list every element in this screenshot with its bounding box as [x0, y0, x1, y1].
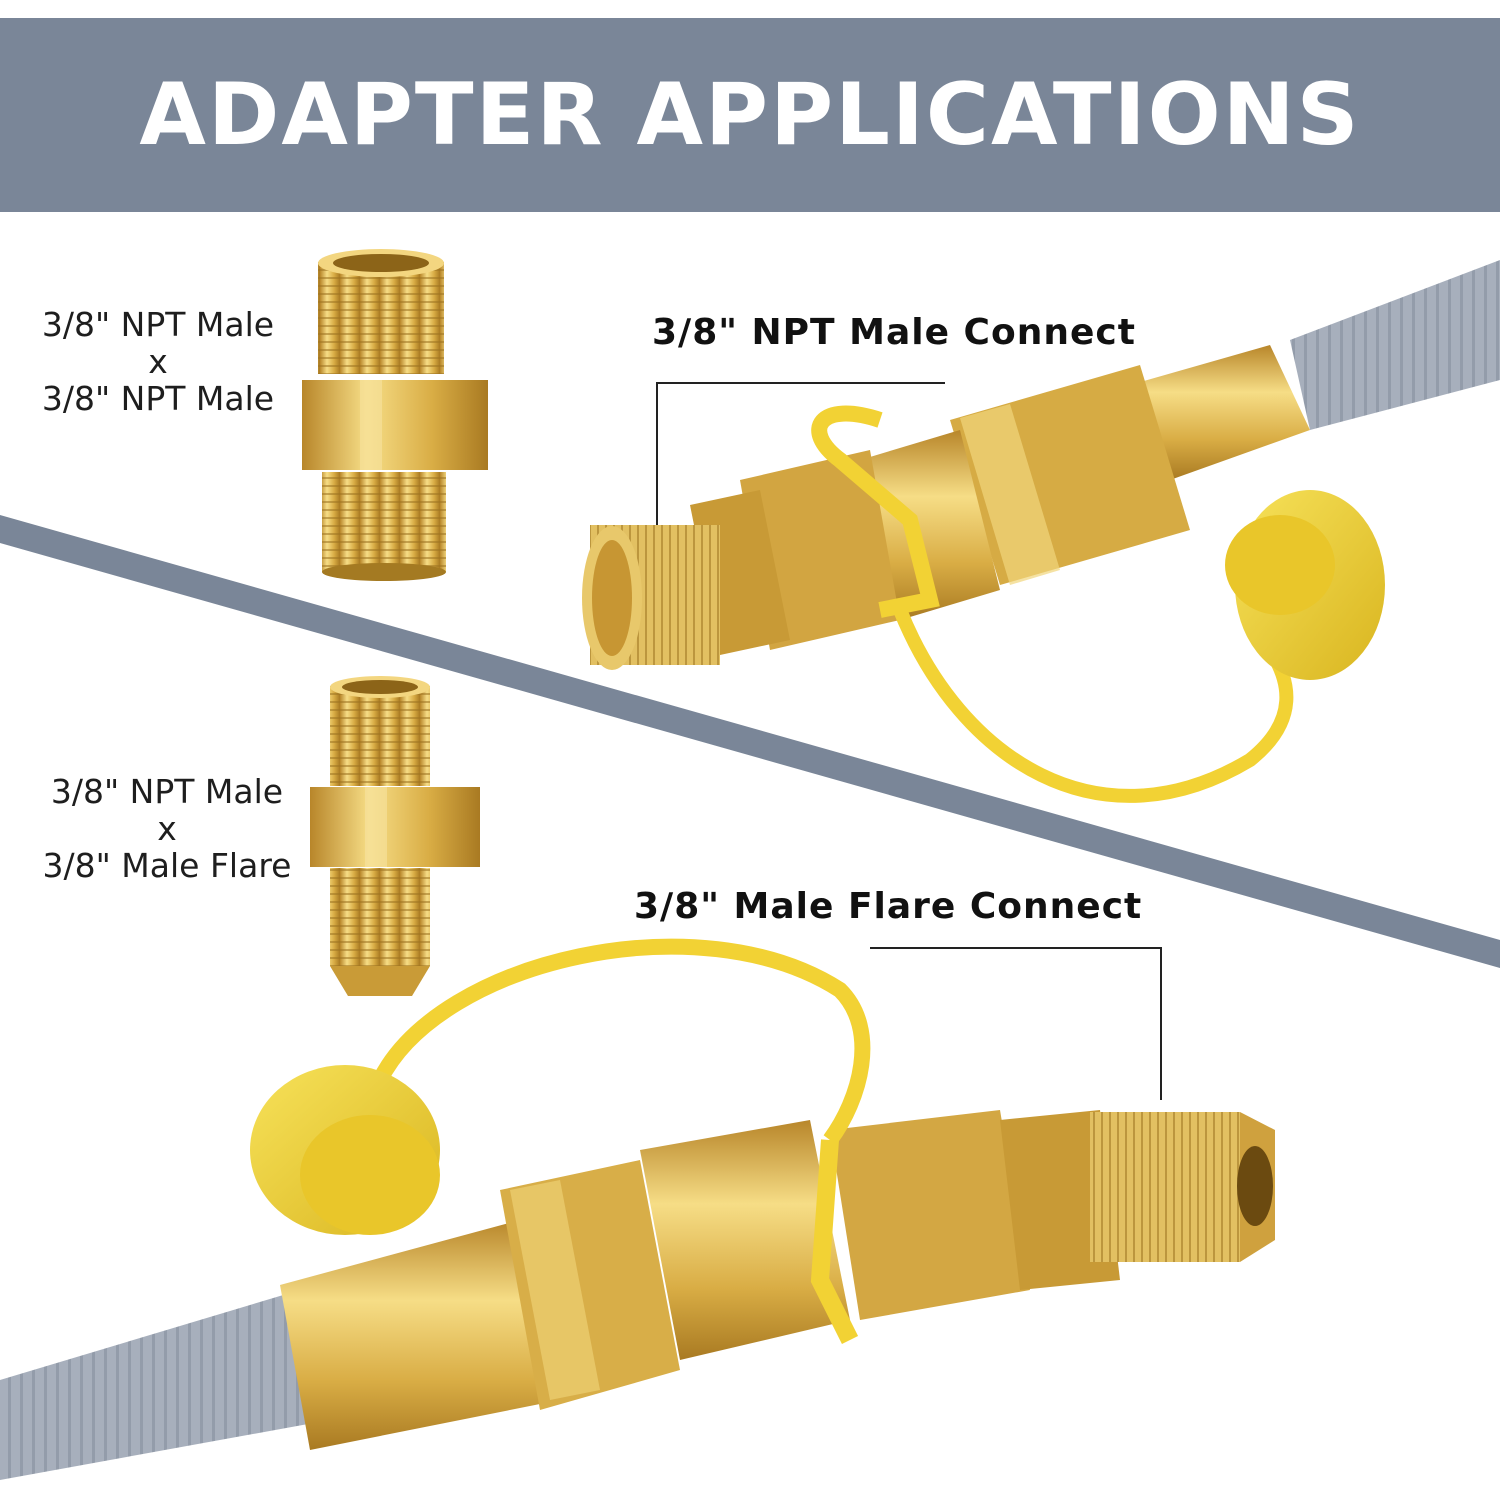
adapter-label-line2: 3/8" Male Flare: [42, 846, 292, 885]
flare-quick-connect-icon: [0, 1110, 1275, 1480]
flare-connect-leader: [870, 947, 1162, 1100]
male-flare-connect-label: 3/8" Male Flare Connect: [634, 886, 1143, 927]
nipple-adapter-icon: [302, 249, 488, 581]
page-title: ADAPTER APPLICATIONS: [139, 65, 1361, 165]
npt-connect-leader: [656, 382, 945, 525]
adapter-label-separator: x: [148, 342, 168, 381]
adapter-label-line1: 3/8" NPT Male: [50, 772, 284, 811]
dust-cap-bottom-icon: [250, 938, 871, 1345]
flare-adapter-icon: [310, 676, 480, 996]
quick-connect-icon: [582, 260, 1500, 670]
npt-male-connect-label: 3/8" NPT Male Connect: [652, 312, 1136, 353]
title-banner: ADAPTER APPLICATIONS: [0, 18, 1500, 212]
dust-cap-icon: [811, 405, 1385, 803]
adapter-label-separator: x: [157, 809, 177, 848]
adapter-label-npt-flare: 3/8" NPT Male x 3/8" Male Flare: [22, 773, 312, 884]
adapter-label-npt-npt: 3/8" NPT Male x 3/8" NPT Male: [20, 306, 296, 417]
adapter-label-line1: 3/8" NPT Male: [41, 305, 275, 344]
adapter-label-line2: 3/8" NPT Male: [41, 379, 275, 418]
diagonal-divider: [0, 515, 1500, 968]
